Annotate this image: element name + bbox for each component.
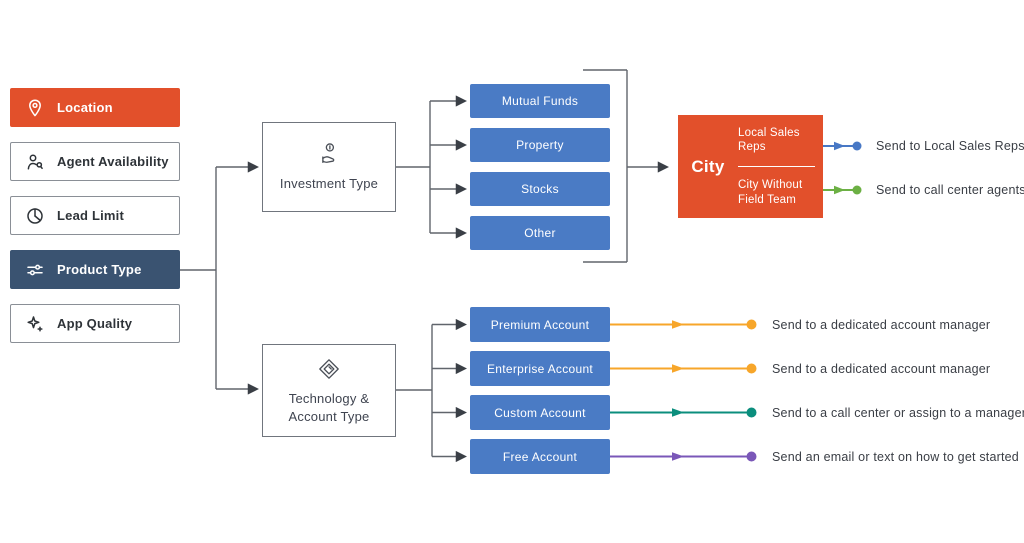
- branch-investment-options: [396, 95, 467, 239]
- node-investment-type[interactable]: Investment Type: [262, 122, 396, 212]
- city-divider: [738, 165, 815, 168]
- city-option-local-sales-reps[interactable]: Local Sales Reps: [738, 127, 800, 154]
- sidebar-item-label: Product Type: [57, 262, 142, 277]
- outcome-local-sales-reps: Send to Local Sales Reps: [876, 139, 1024, 153]
- sidebar-item-product-type[interactable]: Product Type: [10, 250, 180, 289]
- connector-local-sales-reps: [823, 141, 862, 151]
- connector-enterprise-account: [610, 363, 757, 374]
- outcome-enterprise-account: Send to a dedicated account manager: [772, 361, 991, 376]
- agent-search-icon: [25, 152, 45, 172]
- city-option-without-field-team[interactable]: City Without Field Team: [738, 179, 803, 206]
- outcome-call-center-agents: Send to call center agents: [876, 183, 1024, 197]
- connector-premium-account: [610, 319, 757, 330]
- option-mutual-funds[interactable]: Mutual Funds: [470, 84, 610, 118]
- option-premium-account[interactable]: Premium Account: [470, 307, 610, 342]
- sidebar-item-label: Agent Availability: [57, 154, 169, 169]
- outcome-free-account: Send an email or text on how to get star…: [772, 449, 1019, 464]
- node-city[interactable]: City Local Sales Reps City Without Field…: [678, 115, 823, 218]
- option-property[interactable]: Property: [470, 128, 610, 162]
- option-label: Free Account: [502, 449, 578, 464]
- sidebar-item-lead-limit[interactable]: Lead Limit: [10, 196, 180, 235]
- branch-product-type: [180, 161, 259, 395]
- connector-call-center-agents: [823, 185, 862, 195]
- pie-chart-icon: [25, 206, 45, 226]
- option-other[interactable]: Other: [470, 216, 610, 250]
- option-label: Premium Account: [490, 317, 590, 332]
- outcome-premium-account: Send to a dedicated account manager: [772, 317, 991, 332]
- sidebar-item-label: Lead Limit: [57, 208, 125, 223]
- branch-account-options: [396, 318, 467, 463]
- connector-free-account: [610, 451, 757, 462]
- option-stocks[interactable]: Stocks: [470, 172, 610, 206]
- option-label: Mutual Funds: [501, 94, 579, 108]
- outcome-custom-account: Send to a call center or assign to a man…: [772, 405, 1024, 420]
- option-enterprise-account[interactable]: Enterprise Account: [470, 351, 610, 386]
- sliders-icon: [25, 260, 45, 280]
- option-free-account[interactable]: Free Account: [470, 439, 610, 474]
- city-title: City: [691, 156, 725, 176]
- option-label: Custom Account: [494, 405, 586, 420]
- location-pin-icon: [25, 98, 45, 118]
- sidebar-item-app-quality[interactable]: App Quality: [10, 304, 180, 343]
- bracket-to-city: [583, 69, 669, 263]
- sidebar-item-agent-availability[interactable]: Agent Availability: [10, 142, 180, 181]
- city-options: Local Sales Reps City Without Field Team: [738, 115, 823, 218]
- node-label: Investment Type: [279, 176, 379, 192]
- node-technology-account-type[interactable]: Technology & Account Type: [262, 344, 396, 437]
- option-label: Stocks: [521, 182, 559, 196]
- option-label: Property: [516, 138, 564, 152]
- option-label: Enterprise Account: [486, 361, 594, 376]
- diamond-module-icon: [314, 355, 344, 383]
- sidebar-item-location[interactable]: Location: [10, 88, 180, 127]
- option-label: Other: [524, 226, 556, 240]
- option-custom-account[interactable]: Custom Account: [470, 395, 610, 430]
- connector-custom-account: [610, 407, 757, 418]
- sidebar-item-label: Location: [57, 100, 113, 115]
- node-label: Technology & Account Type: [288, 390, 370, 424]
- sidebar-item-label: App Quality: [57, 316, 133, 331]
- coin-in-hand-icon: [314, 140, 344, 168]
- sparkles-icon: [25, 314, 45, 334]
